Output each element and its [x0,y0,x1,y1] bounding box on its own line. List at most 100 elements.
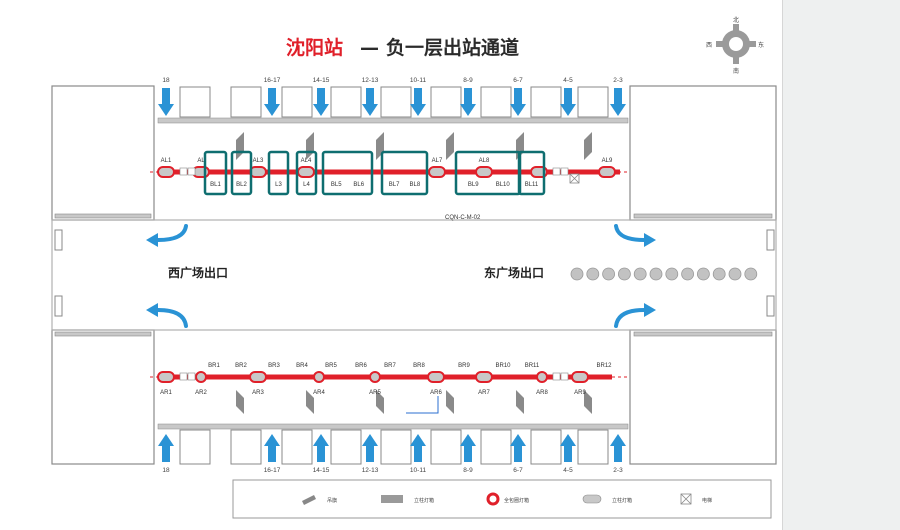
track-label: 14-15 [313,467,330,474]
small-box [179,372,188,381]
hanging-flag [446,390,454,414]
platform-block [330,86,362,118]
grey-column [618,267,631,281]
track-label: 16-17 [264,467,281,474]
platform-block [530,429,562,465]
platform-edge [157,117,629,124]
highlight-box [321,150,374,196]
oval-lightbox [297,166,315,178]
small-box [187,167,196,176]
up-arrow-icon [510,434,526,462]
track-label: 4-5 [563,467,573,474]
title-station: 沈阳站 [286,36,343,59]
track-label: 18 [162,467,170,474]
title-subtitle: 负一层出站通道 [386,36,519,59]
highlight-label: BL2 [236,182,247,188]
curved-arrow-icon [614,224,646,242]
down-arrow-icon [313,88,329,116]
building-outline [51,85,777,465]
highlight-label: L3 [275,182,282,188]
hanging-flag [236,390,244,414]
up-arrow-icon [313,434,329,462]
br-label: BR11 [525,363,540,369]
legend-item-3: 全包圈灯箱 [504,497,529,504]
track-label: 8-9 [463,467,473,474]
highlight-label: BL11 [525,182,539,188]
curved-arrows [146,224,656,328]
br-label: BR10 [495,363,511,369]
hanging-flag [236,132,244,160]
down-arrow-icon [264,88,280,116]
grey-column [570,267,584,281]
compass-south: 南 [733,67,739,75]
oval-lightbox [428,166,446,178]
platform-edge [157,423,629,430]
elevator-icon [569,173,580,184]
br-label: BR7 [384,363,396,369]
br-label: BR3 [268,363,280,369]
oval-lightbox [475,371,493,383]
ar-label: AR5 [369,390,381,396]
platform-block [281,429,313,465]
grey-column [633,267,647,281]
oval-lightbox [249,166,267,178]
highlight-label: BL6 [353,182,364,188]
blue-marker-line [406,396,439,414]
br-label: BR1 [208,363,220,369]
corner-columns [54,213,773,337]
highlight-label: L4 [303,182,310,188]
br-label: BR4 [296,363,308,369]
platform-block [230,86,262,118]
up-arrow-icon [560,434,576,462]
al-label: AL3 [253,158,264,164]
down-arrow-icon [410,88,426,116]
hanging-flag [306,390,314,414]
curved-arrow-icon [614,308,646,328]
up-arrow-icon [158,434,174,462]
al-label: AL9 [602,158,613,164]
highlight-box [380,150,429,196]
al-label: AL1 [161,158,172,164]
title-dash: — [360,37,379,59]
ar-label: AR6 [430,390,442,396]
hanging-flag [306,132,314,160]
oval-lightbox [249,371,267,383]
track-label: 18 [162,77,170,84]
down-arrow-icon [362,88,378,116]
curved-arrow-icon-head [146,303,158,317]
platform-block [430,429,462,465]
al-label: AL8 [479,158,490,164]
track-label: 2-3 [613,77,623,84]
compass-north: 北 [733,16,739,24]
platform-block [480,429,512,465]
down-arrow-icon [460,88,476,116]
al-label: AL4 [301,158,312,164]
track-label: 14-15 [313,77,330,84]
small-box [187,372,196,381]
platform-block [530,86,562,118]
platform-block [179,429,211,465]
upper-hanging-flags [236,132,592,160]
up-arrow-icon [410,434,426,462]
br-label: BR5 [325,363,337,369]
grey-column [602,267,615,281]
curved-arrow-icon-head [146,233,158,247]
highlight-label: BL5 [331,182,342,188]
hanging-flag [584,390,592,414]
legend-item-2: 立柱灯箱 [414,497,434,504]
lower-hanging-flags [236,390,592,414]
al-label: AL [197,158,205,164]
track-label: 4-5 [563,77,573,84]
track-label: 16-17 [264,77,281,84]
br-label: BR12 [596,363,612,369]
hanging-flag [446,132,454,160]
br-label: BR6 [355,363,367,369]
small-box [179,167,188,176]
br-label: BR2 [235,363,247,369]
legend-item-1: 吊旗 [327,497,337,504]
platform-block [577,429,609,465]
